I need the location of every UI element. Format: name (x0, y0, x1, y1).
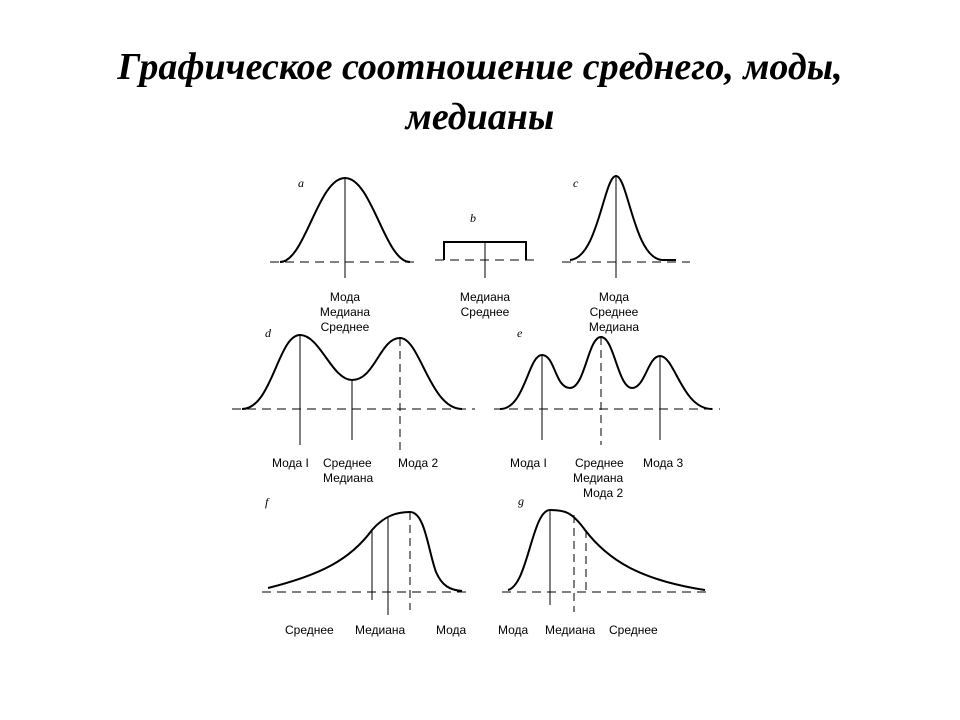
panel-c-label-mode: Мода (599, 290, 630, 304)
panel-f-label-mean: Среднее (285, 623, 334, 637)
panel-f-curve (267, 510, 463, 592)
panel-b: b Медиана Среднее (435, 211, 540, 319)
panel-c-label-mean: Среднее (590, 305, 639, 319)
page-title-line-1: Графическое соотношение среднего, моды, (117, 46, 843, 88)
panel-e-label-mean: Среднее (575, 456, 624, 470)
panel-d-label-median: Медиана (323, 471, 374, 485)
panel-g-label-mean: Среднее (609, 623, 658, 637)
panel-a-label-mode: Мода (330, 290, 361, 304)
panel-e-letter: e (517, 326, 523, 340)
panel-d-letter: d (265, 326, 272, 340)
panel-b-label-median: Медиана (460, 290, 511, 304)
panel-g-label-median: Медиана (545, 623, 596, 637)
panel-c-letter: c (573, 176, 579, 190)
panel-g-label-mode: Мода (498, 623, 529, 637)
panel-c-label-median: Медиана (589, 320, 640, 334)
panel-e-label-mode2: Мода 2 (583, 486, 624, 500)
panel-e: e Мода I Среднее Мода 3 Медиана Мода 2 (494, 326, 720, 500)
panel-f-label-mode: Мода (436, 623, 467, 637)
panel-d-label-mode2: Мода 2 (398, 456, 439, 470)
panel-e-label-mode3: Мода 3 (643, 456, 684, 470)
panel-e-curve (499, 335, 713, 410)
panel-f-label-median: Медиана (355, 623, 406, 637)
panel-c: c Мода Среднее Медиана (562, 174, 690, 334)
panel-g: g Мода Медиана Среднее (498, 494, 710, 637)
panel-c-curve (569, 174, 676, 261)
panel-g-curve (507, 508, 706, 591)
panel-a: a Мода Медиана Среднее (270, 176, 420, 334)
panel-g-letter: g (518, 494, 524, 508)
panel-e-label-median: Медиана (573, 471, 624, 485)
panel-b-label-mean: Среднее (461, 305, 510, 319)
panel-d: d Мода I Среднее Мода 2 Медиана (232, 326, 475, 485)
page-title: Графическое соотношение среднего, моды, … (0, 42, 960, 142)
panel-f-letter: f (265, 495, 270, 509)
panel-d-label-mode1: Мода I (272, 456, 309, 470)
panel-a-label-mean: Среднее (321, 320, 370, 334)
panel-a-label-median: Медиана (320, 305, 371, 319)
panel-e-label-mode1: Мода I (510, 456, 547, 470)
panel-b-letter: b (470, 211, 476, 225)
panel-d-label-mean: Среднее (323, 456, 372, 470)
page-title-line-2: медианы (405, 96, 555, 138)
panel-a-letter: a (298, 176, 304, 190)
panel-f: f Среднее Медиана Мода (262, 495, 470, 637)
